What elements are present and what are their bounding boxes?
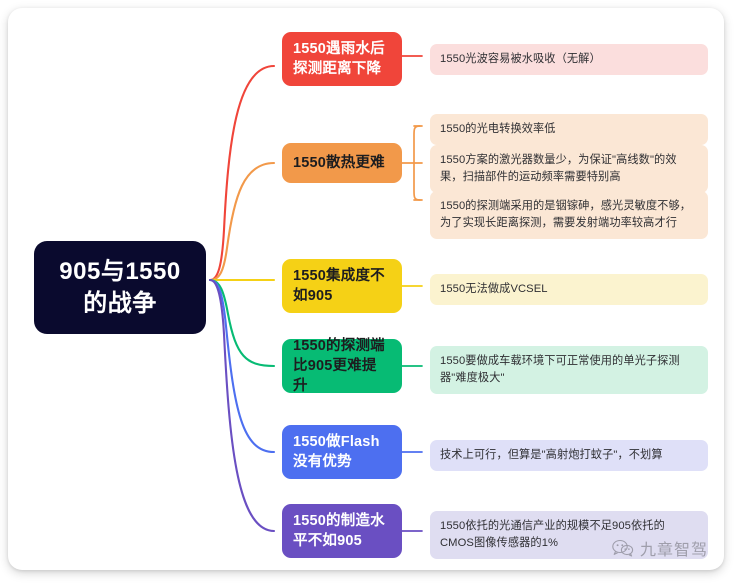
root-node-label: 905与1550 的战争 [59, 257, 181, 317]
topic-node-6-label: 1550的制造水平不如905 [293, 513, 385, 549]
topic-node-6[interactable]: 1550的制造水平不如905 [282, 504, 402, 558]
detail-box-4-1-text: 1550要做成车载环境下可正常使用的单光子探测器"难度极大" [440, 355, 680, 384]
detail-box-2-2[interactable]: 1550方案的激光器数量少，为保证"高线数"的效果，扫描部件的运动频率需要特别高 [430, 145, 708, 193]
topic-node-1[interactable]: 1550遇雨水后探测距离下降 [282, 32, 402, 86]
mindmap-card: 905与1550 的战争 1550遇雨水后探测距离下降 1550光波容易被水吸收… [8, 8, 724, 570]
detail-box-2-3[interactable]: 1550的探测端采用的是铟镓砷，感光灵敏度不够，为了实现长距离探测，需要发射端功… [430, 191, 708, 239]
detail-box-2-1[interactable]: 1550的光电转换效率低 [430, 114, 708, 145]
topic-node-1-label: 1550遇雨水后探测距离下降 [293, 41, 385, 77]
detail-box-4-1[interactable]: 1550要做成车载环境下可正常使用的单光子探测器"难度极大" [430, 346, 708, 394]
detail-box-1-1-text: 1550光波容易被水吸收（无解） [440, 53, 601, 65]
detail-box-2-3-text: 1550的探测端采用的是铟镓砷，感光灵敏度不够，为了实现长距离探测，需要发射端功… [440, 200, 692, 229]
topic-node-4[interactable]: 1550的探测端比905更难提升 [282, 338, 402, 394]
topic-node-2[interactable]: 1550散热更难 [282, 143, 402, 183]
detail-box-5-1[interactable]: 技术上可行，但算是"高射炮打蚊子"，不划算 [430, 440, 708, 471]
connector-root-branch-2 [208, 161, 276, 282]
connector-root-branch-4 [208, 278, 276, 368]
topic-node-2-label: 1550散热更难 [293, 155, 385, 171]
detail-box-2-2-text: 1550方案的激光器数量少，为保证"高线数"的效果，扫描部件的运动频率需要特别高 [440, 154, 677, 183]
detail-box-6-1[interactable]: 1550依托的光通信产业的规模不足905依托的CMOS图像传感器的1% [430, 511, 708, 559]
detail-box-1-1[interactable]: 1550光波容易被水吸收（无解） [430, 44, 708, 75]
topic-node-5-label: 1550做Flash没有优势 [293, 434, 380, 470]
detail-box-5-1-text: 技术上可行，但算是"高射炮打蚊子"，不划算 [440, 449, 663, 461]
topic-node-3[interactable]: 1550集成度不如905 [282, 259, 402, 313]
connector-root-branch-6 [208, 278, 276, 533]
topic-node-5[interactable]: 1550做Flash没有优势 [282, 425, 402, 479]
detail-box-3-1-text: 1550无法做成VCSEL [440, 283, 548, 295]
connector-branch-2-bracket [413, 125, 421, 201]
detail-box-3-1[interactable]: 1550无法做成VCSEL [430, 274, 708, 305]
connector-root-branch-1 [208, 64, 276, 282]
topic-node-3-label: 1550集成度不如905 [293, 268, 385, 304]
detail-box-6-1-text: 1550依托的光通信产业的规模不足905依托的CMOS图像传感器的1% [440, 520, 665, 549]
connector-root-branch-5 [208, 278, 276, 454]
topic-node-4-label: 1550的探测端比905更难提升 [293, 338, 385, 394]
root-node[interactable]: 905与1550 的战争 [34, 241, 206, 334]
detail-box-2-1-text: 1550的光电转换效率低 [440, 123, 556, 135]
